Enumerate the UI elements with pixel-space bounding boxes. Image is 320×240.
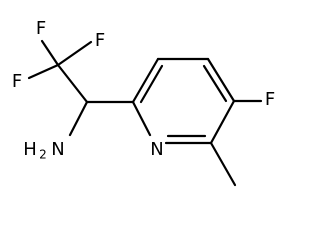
bond-cf3-carbon-f-top — [56, 40, 93, 67]
bond-cf3-carbon-f-upper-left — [40, 39, 60, 67]
bond-ring-c4-c5-inner — [202, 64, 228, 103]
bond-ring-c6-methyl — [209, 141, 237, 187]
atom-label-f-upper-left: F — [36, 18, 46, 39]
atom-label-f-top: F — [95, 30, 105, 51]
bond-ring-c2-c3 — [131, 57, 160, 104]
atom-label-f-left: F — [12, 71, 22, 92]
atom-label-n-ring: N — [150, 139, 163, 160]
bond-alpha-carbon-amine — [68, 100, 89, 137]
chemical-structure-diagram: F F F F N H 2 N — [12, 18, 275, 187]
bond-ring-c4-c5 — [206, 57, 236, 103]
bond-ring-c5-c6 — [209, 99, 236, 145]
bond-ring-c2-c3-inner — [139, 64, 164, 104]
atom-label-f-ring: F — [265, 89, 275, 110]
bond-cf3-carbon-f-left — [27, 63, 60, 80]
atom-label-amine-h: H — [23, 139, 37, 160]
bond-ring-n-c2 — [131, 100, 152, 137]
atom-label-amine-h-subscript: 2 — [39, 148, 47, 162]
atom-label-amine-n: N — [51, 139, 64, 160]
bond-cf3-carbon-alpha-carbon — [56, 63, 89, 104]
